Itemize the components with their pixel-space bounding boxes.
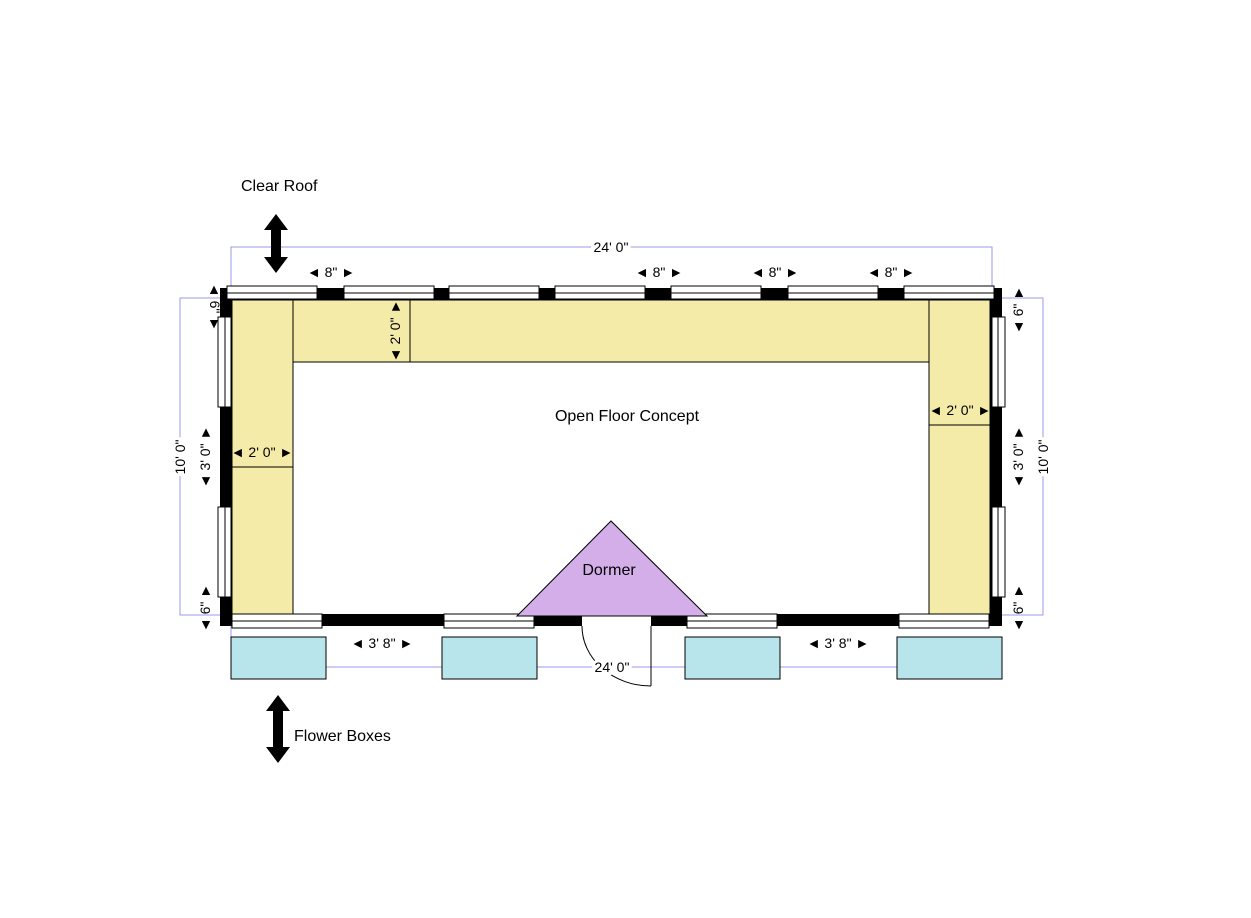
right-counter-width-dim: ◄ 2' 0" ►: [929, 402, 992, 418]
side-windows: [217, 316, 1006, 598]
double-arrow-icon: [264, 214, 288, 273]
right-dimension-line: [1002, 297, 1044, 616]
window: [343, 285, 435, 300]
bottom-gap-dim: ◄ 3' 8" ►: [807, 635, 870, 651]
top-dimension-line: [230, 246, 993, 300]
flower-box[interactable]: [441, 636, 538, 680]
dormer[interactable]: [515, 520, 709, 617]
left-top-dim: ◄ 6" ►: [207, 283, 223, 331]
window: [226, 285, 318, 300]
left-overall-dim: 10' 0": [172, 440, 188, 475]
bottom-overall-dim: 24' 0": [595, 659, 630, 675]
window: [448, 285, 540, 300]
window: [217, 316, 232, 408]
right-overall-dim: 10' 0": [1035, 440, 1051, 475]
left-counter[interactable]: [231, 299, 294, 616]
window: [670, 285, 762, 300]
top-windows: [226, 285, 995, 300]
double-arrow-icon: [266, 695, 290, 763]
right-counter[interactable]: [928, 299, 991, 616]
window: [787, 285, 879, 300]
bottom-gap-dim: ◄ 3' 8" ►: [351, 635, 414, 651]
window: [554, 285, 646, 300]
left-counter-width-dim: ◄ 2' 0" ►: [231, 444, 294, 460]
top-counter[interactable]: [292, 299, 930, 363]
left-mid-dim: ◄ 3' 0" ►: [197, 426, 213, 489]
left-bottom-dim: ◄ 6" ►: [197, 584, 213, 632]
window: [991, 316, 1006, 408]
right-top-dim: ◄ 6" ►: [1010, 286, 1026, 334]
top-gap-dim: ◄ 8" ►: [867, 264, 915, 280]
window: [231, 613, 323, 629]
right-mid-dim: ◄ 3' 0" ►: [1010, 426, 1026, 489]
flower-box[interactable]: [230, 636, 327, 680]
window: [217, 506, 232, 598]
door[interactable]: [581, 625, 652, 687]
window: [903, 285, 995, 300]
window: [686, 613, 778, 629]
top-gap-dim: ◄ 8" ►: [307, 264, 355, 280]
right-bottom-dim: ◄ 6" ►: [1010, 584, 1026, 632]
top-gap-dim: ◄ 8" ►: [635, 264, 683, 280]
window: [898, 613, 990, 629]
open-floor-label: Open Floor Concept: [555, 408, 700, 425]
flower-box[interactable]: [684, 636, 781, 680]
dormer-label: Dormer: [582, 562, 636, 579]
bottom-windows: [231, 613, 990, 629]
clear-roof-label: Clear Roof: [241, 178, 318, 195]
window: [991, 506, 1006, 598]
left-dimension-line: [179, 297, 220, 616]
top-counter-depth-dim: ◄ 2' 0" ►: [387, 300, 403, 363]
flower-box[interactable]: [896, 636, 1003, 680]
top-overall-dim: 24' 0": [594, 239, 629, 255]
window: [443, 613, 535, 629]
top-gap-dim: ◄ 8" ►: [751, 264, 799, 280]
flower-boxes-label: Flower Boxes: [294, 728, 391, 745]
